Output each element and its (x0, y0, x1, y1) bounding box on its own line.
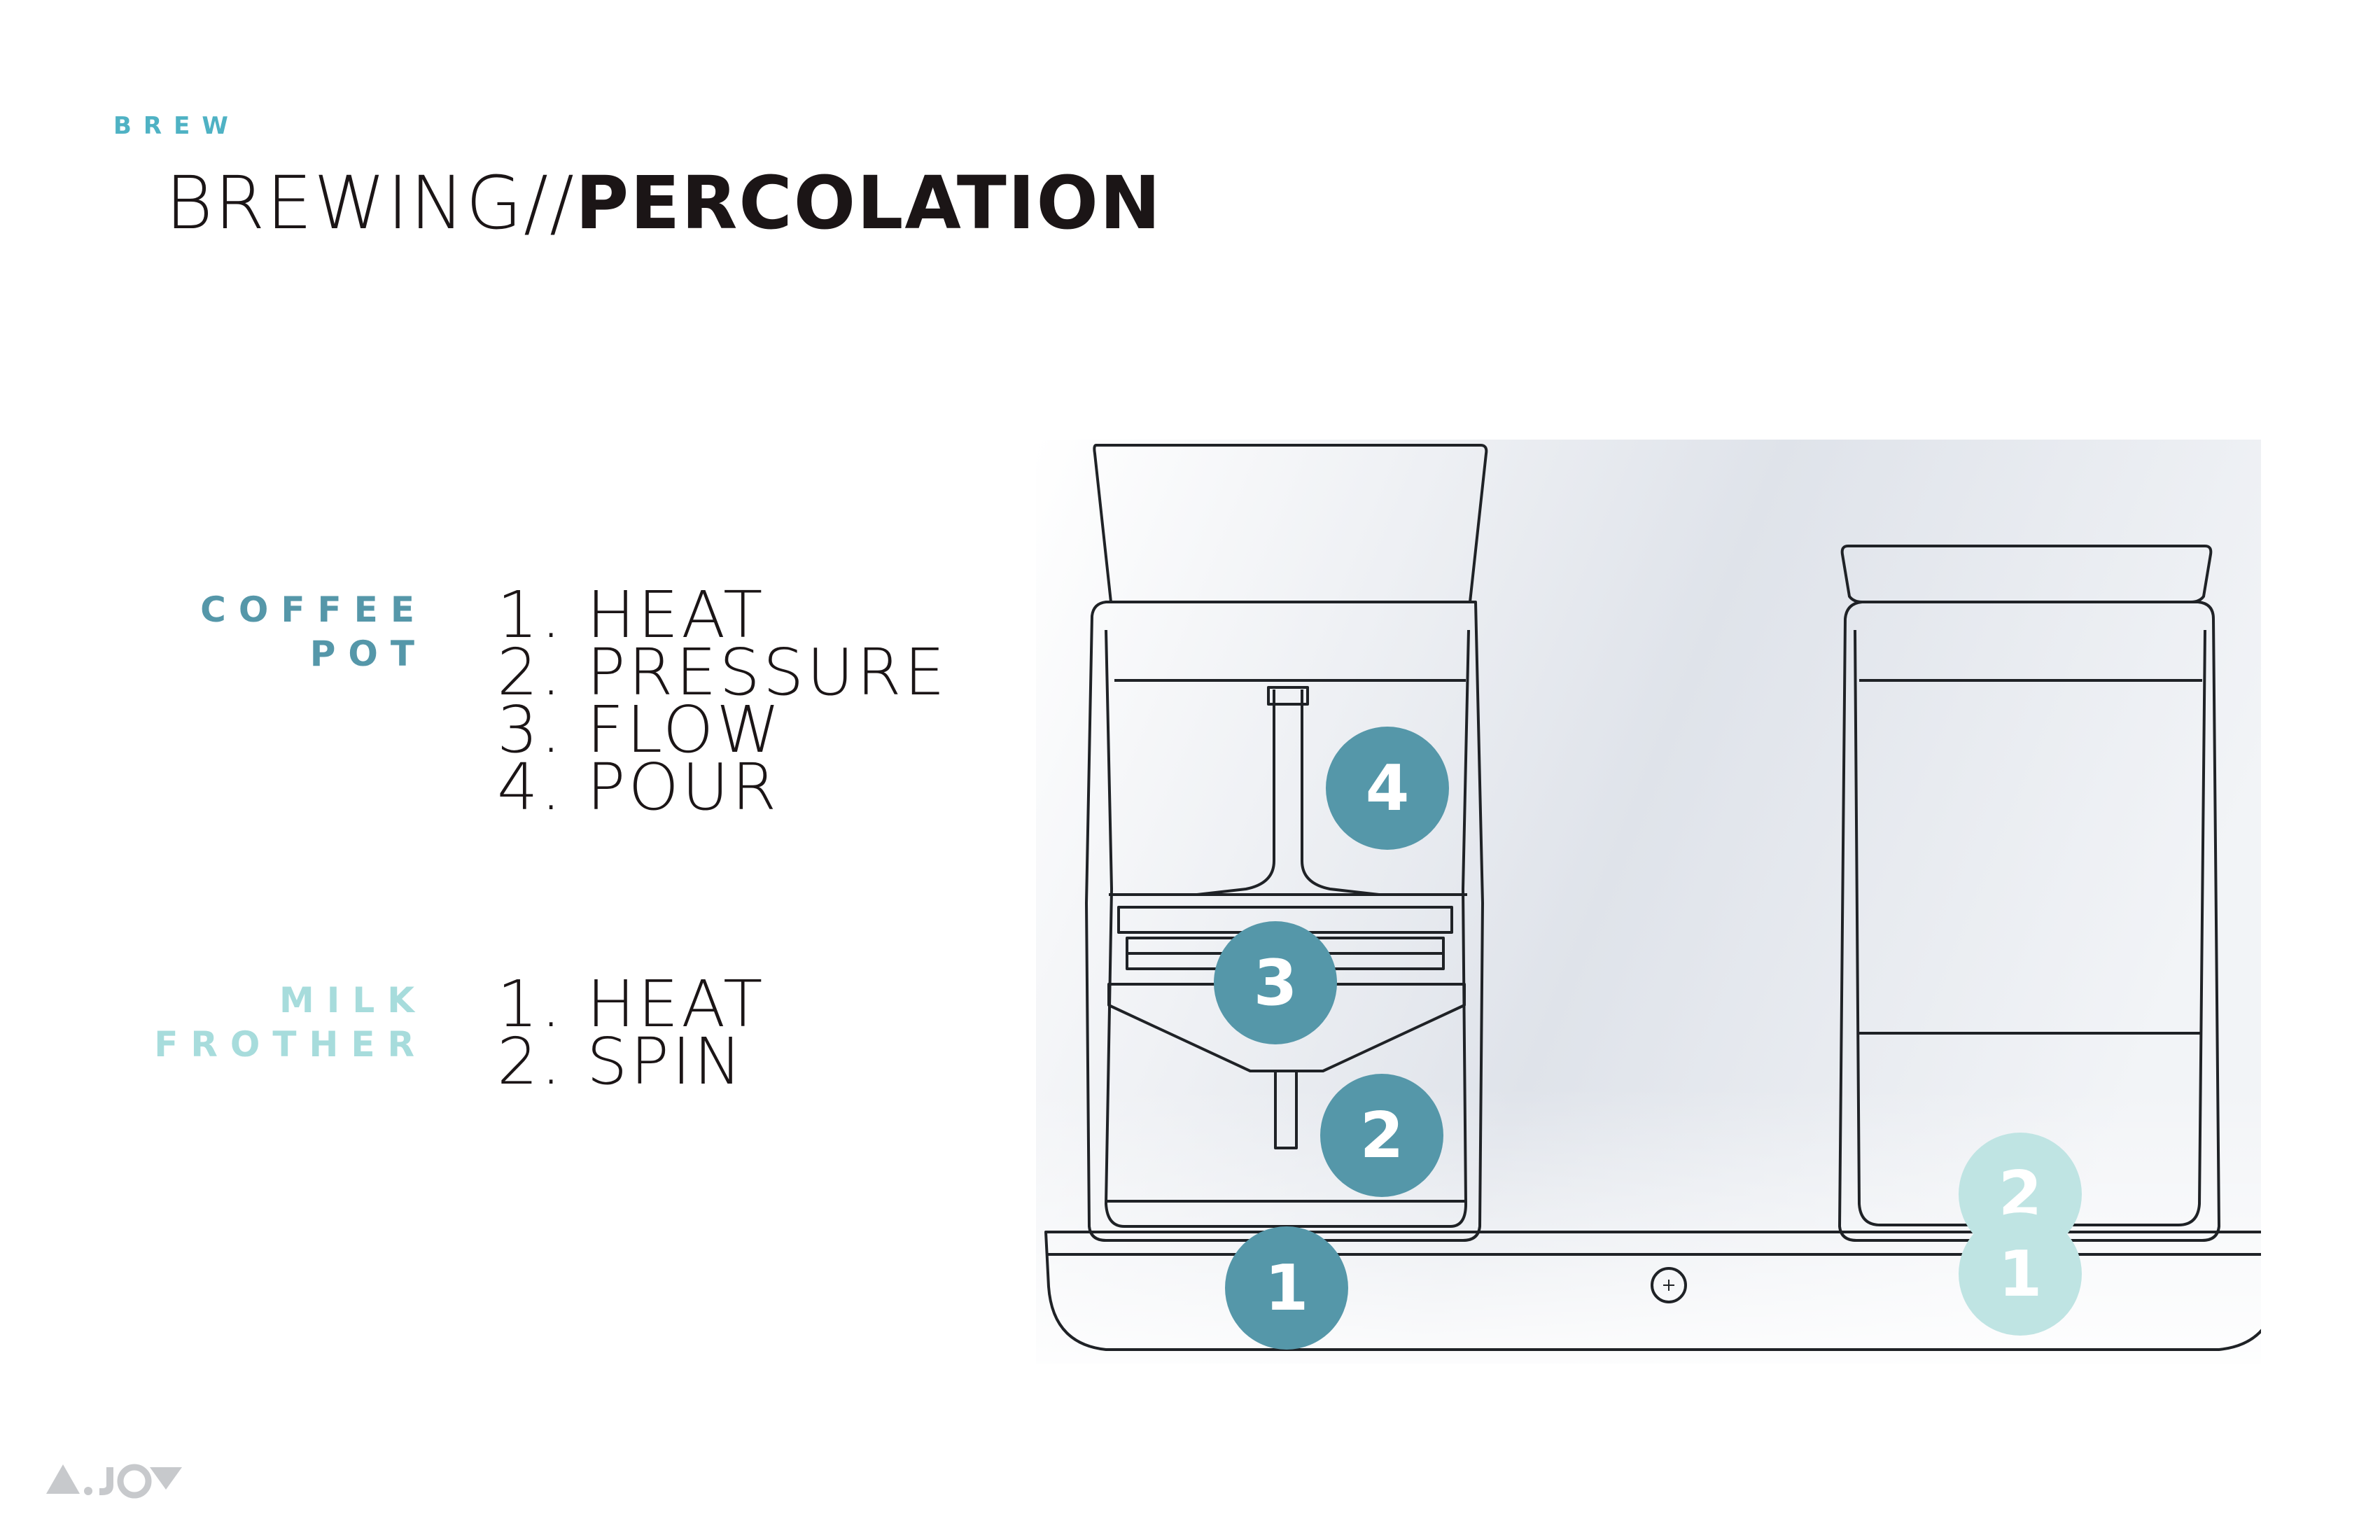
title-light: BREWING// (165, 160, 576, 246)
step-number: 1. (497, 578, 564, 652)
coffee-marker-3: 3 (1254, 946, 1298, 1020)
title-bold: PERCOLATION (575, 160, 1162, 246)
siphon-cap (1267, 686, 1309, 706)
step-number: 2. (497, 1024, 564, 1099)
coffee-step-4: 4. POUR (497, 750, 948, 825)
coffee-step-1: 1. HEAT (497, 578, 948, 652)
step-text: SPIN (587, 1024, 745, 1099)
coffee-funnel (1107, 983, 1466, 1072)
coffee-pot-steps: 1. HEAT 2. PRESSURE 3. FLOW 4. POUR (497, 578, 948, 825)
step-text: HEAT (587, 578, 766, 652)
milk-frother-label-line-2: FROTHER (154, 1024, 427, 1065)
charging-base (1044, 1231, 2261, 1351)
step-number: 3. (497, 692, 564, 767)
milk-frother-label-line-1: MILK (279, 980, 427, 1021)
coffee-marker-4-circle (1326, 727, 1449, 850)
step-text: FLOW (587, 692, 783, 767)
coffee-marker-1-circle (1225, 1226, 1348, 1350)
appliance-cross-section-diagram: 4 3 2 1 2 1 (1036, 440, 2261, 1364)
coffee-marker-3-circle (1214, 921, 1337, 1044)
step-text: HEAT (587, 967, 766, 1042)
step-number: 2. (497, 635, 564, 710)
milk-step-2: 2. SPIN (497, 1024, 765, 1099)
step-number: 1. (497, 967, 564, 1042)
milk-marker-1: 1 (1998, 1238, 2043, 1311)
coffee-pot-label-line-1: COFFEE (200, 589, 427, 630)
milk-marker-1-circle (1959, 1212, 2082, 1336)
milk-frother-steps: 1. HEAT 2. SPIN (497, 967, 766, 1099)
milk-markers: 2 1 (1959, 1133, 2082, 1336)
frother-body (1838, 601, 2220, 1242)
coffee-markers: 4 3 2 1 (1214, 727, 1449, 1350)
siphon-tube (1196, 690, 1380, 896)
coffee-marker-2: 2 (1360, 1099, 1404, 1172)
funnel-spout (1274, 1071, 1298, 1149)
page-title: BREWING//PERCOLATION (165, 161, 1162, 245)
coffee-pot-label: COFFEE POT (105, 588, 427, 676)
coffee-step-3: 3. FLOW (497, 692, 948, 767)
power-button (1651, 1267, 1687, 1303)
coffee-step-2: 2. PRESSURE (497, 635, 948, 710)
coffee-marker-1: 1 (1265, 1252, 1309, 1325)
coffee-pot-inner-wall (1105, 629, 1470, 1228)
step-text: PRESSURE (587, 635, 948, 710)
milk-frother-label: MILK FROTHER (105, 979, 427, 1067)
milk-step-1: 1. HEAT (497, 967, 766, 1042)
ajoy-logo-icon (46, 1464, 182, 1499)
step-text: POUR (587, 750, 780, 825)
coffee-pot-label-line-2: POT (309, 634, 427, 674)
step-number: 4. (497, 750, 564, 825)
coffee-marker-4: 4 (1366, 752, 1410, 825)
section-kicker: BREW (113, 112, 240, 140)
coffee-marker-2-circle (1320, 1074, 1443, 1197)
